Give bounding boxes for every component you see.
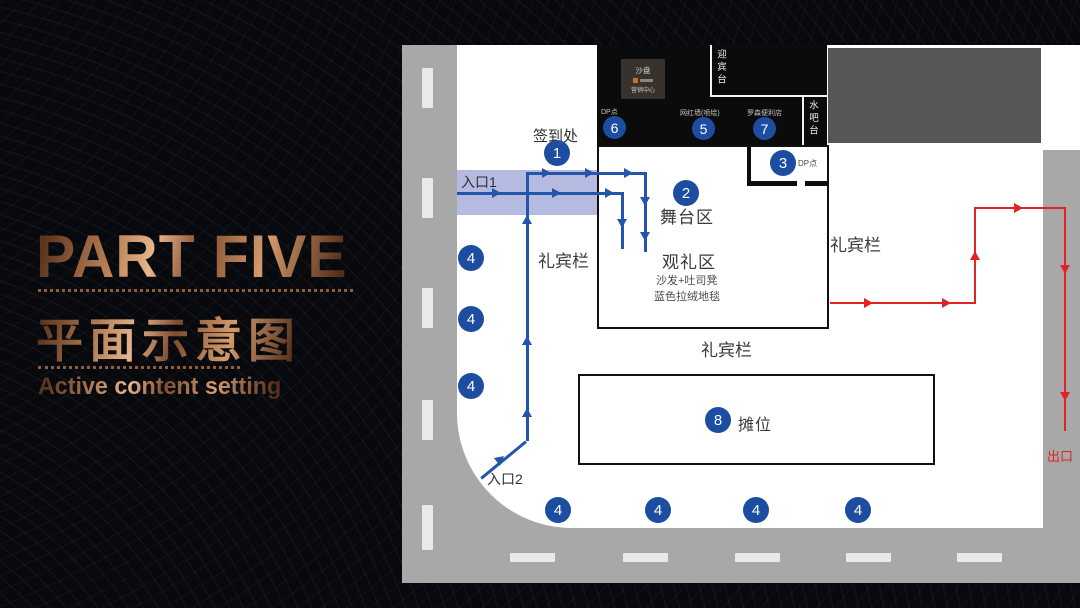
road-dash xyxy=(510,553,555,562)
dp-room-wall-left xyxy=(747,145,751,185)
marker-4: 4 xyxy=(458,245,484,271)
route-arrow-down xyxy=(640,197,650,206)
route-blue-drop-a xyxy=(644,172,647,252)
floor-plan: 沙盘 营销中心 迎宾台 水吧台 DP点 网红墙(喷绘) 罗森便利店 6 5 7 … xyxy=(402,45,1080,583)
route-blue-main-vertical xyxy=(526,173,529,441)
road-dash xyxy=(623,553,668,562)
marker-3-label: DP点 xyxy=(798,159,818,168)
route-arrow-up xyxy=(522,336,532,345)
route-arrow-up xyxy=(522,408,532,417)
guest-rail-bottom-label: 礼宾栏 xyxy=(701,341,752,360)
brand-logo-text-blur xyxy=(640,78,653,82)
route-red-arrow-right xyxy=(942,298,951,308)
route-red-arrow-down xyxy=(1060,265,1070,274)
marker-1: 1 xyxy=(544,140,570,166)
sand-table-sign: 沙盘 营销中心 xyxy=(621,59,665,99)
marker-2: 2 xyxy=(673,180,699,206)
welcome-desk-divider xyxy=(710,45,712,95)
marker-5: 5 xyxy=(692,117,715,140)
marker-3: 3 xyxy=(770,150,796,176)
route-red-arrow-right xyxy=(1014,203,1023,213)
road-dash xyxy=(957,553,1002,562)
route-red-horizontal xyxy=(830,302,976,304)
marker-4: 4 xyxy=(845,497,871,523)
route-arrow-down xyxy=(617,219,627,228)
route-arrow-right xyxy=(605,188,614,198)
route-arrow-right xyxy=(492,188,501,198)
marker-4: 4 xyxy=(743,497,769,523)
viewing-note-2: 蓝色拉绒地毯 xyxy=(654,291,720,303)
guest-rail-right-label: 礼宾栏 xyxy=(830,236,881,255)
route-arrow-up xyxy=(522,215,532,224)
viewing-note-1: 沙发+吐司凳 xyxy=(656,275,718,287)
route-arrow-down xyxy=(640,232,650,241)
page-title: 平面示意图 xyxy=(36,302,301,371)
water-bar-divider xyxy=(802,97,804,145)
welcome-desk-label: 迎宾台 xyxy=(715,49,726,87)
venue-area-top-right xyxy=(1041,45,1080,150)
dp-room-wall-bottom xyxy=(747,181,797,186)
route-red-arrow-up xyxy=(970,251,980,260)
marker-7-label: 罗森便利店 xyxy=(747,110,782,117)
marker-4: 4 xyxy=(458,373,484,399)
booth-box xyxy=(578,374,935,465)
road-dash xyxy=(422,68,433,108)
route-arrow-right xyxy=(542,168,551,178)
exit-label: 出口 xyxy=(1047,449,1074,464)
marker-7: 7 xyxy=(753,117,776,140)
marker-4: 4 xyxy=(458,306,484,332)
dotted-divider-top xyxy=(38,289,353,292)
booth-label: 摊位 xyxy=(738,417,773,434)
road-dash xyxy=(735,553,780,562)
brand-logo-mark xyxy=(633,77,653,83)
road-dash xyxy=(422,288,433,328)
marker-5-label: 网红墙(喷绘) xyxy=(680,110,720,117)
road-dash xyxy=(422,400,433,440)
route-arrow-right xyxy=(624,168,633,178)
marker-4: 4 xyxy=(645,497,671,523)
building-block xyxy=(828,48,1041,143)
entrance1-label: 入口1 xyxy=(461,174,497,190)
route-arrow-right xyxy=(585,168,594,178)
checkin-label: 签到处 xyxy=(533,128,579,145)
marker-4: 4 xyxy=(545,497,571,523)
route-red-arrow-right xyxy=(864,298,873,308)
subtitle: Active content setting xyxy=(38,373,282,400)
road-dash xyxy=(422,178,433,218)
guest-rail-left-label: 礼宾栏 xyxy=(538,252,589,271)
route-blue-lower-horizontal xyxy=(457,192,623,195)
water-bar-label: 水吧台 xyxy=(807,100,818,138)
marker-8: 8 xyxy=(705,407,731,433)
brand-logo-icon xyxy=(633,77,638,83)
dp-room-wall-bottom2 xyxy=(805,181,828,186)
part-label: PART FIVE xyxy=(36,223,348,290)
stage-area-label: 舞台区 xyxy=(660,208,714,227)
stage-viewing-box xyxy=(597,145,829,329)
route-red-exit-vertical xyxy=(1064,207,1066,431)
road-dash xyxy=(846,553,891,562)
sign-line1: 沙盘 xyxy=(635,65,651,75)
sign-line2: 营销中心 xyxy=(630,87,655,94)
marker-6-label: DP点 xyxy=(601,109,618,116)
entrance2-label: 入口2 xyxy=(487,471,523,487)
dotted-divider-bottom xyxy=(38,366,240,369)
viewing-area-label: 观礼区 xyxy=(662,253,716,272)
route-arrow-right xyxy=(552,188,561,198)
route-red-arrow-down xyxy=(1060,392,1070,401)
road-dash xyxy=(422,505,433,550)
marker-6: 6 xyxy=(603,116,626,139)
welcome-desk-divider-bottom xyxy=(710,95,827,97)
